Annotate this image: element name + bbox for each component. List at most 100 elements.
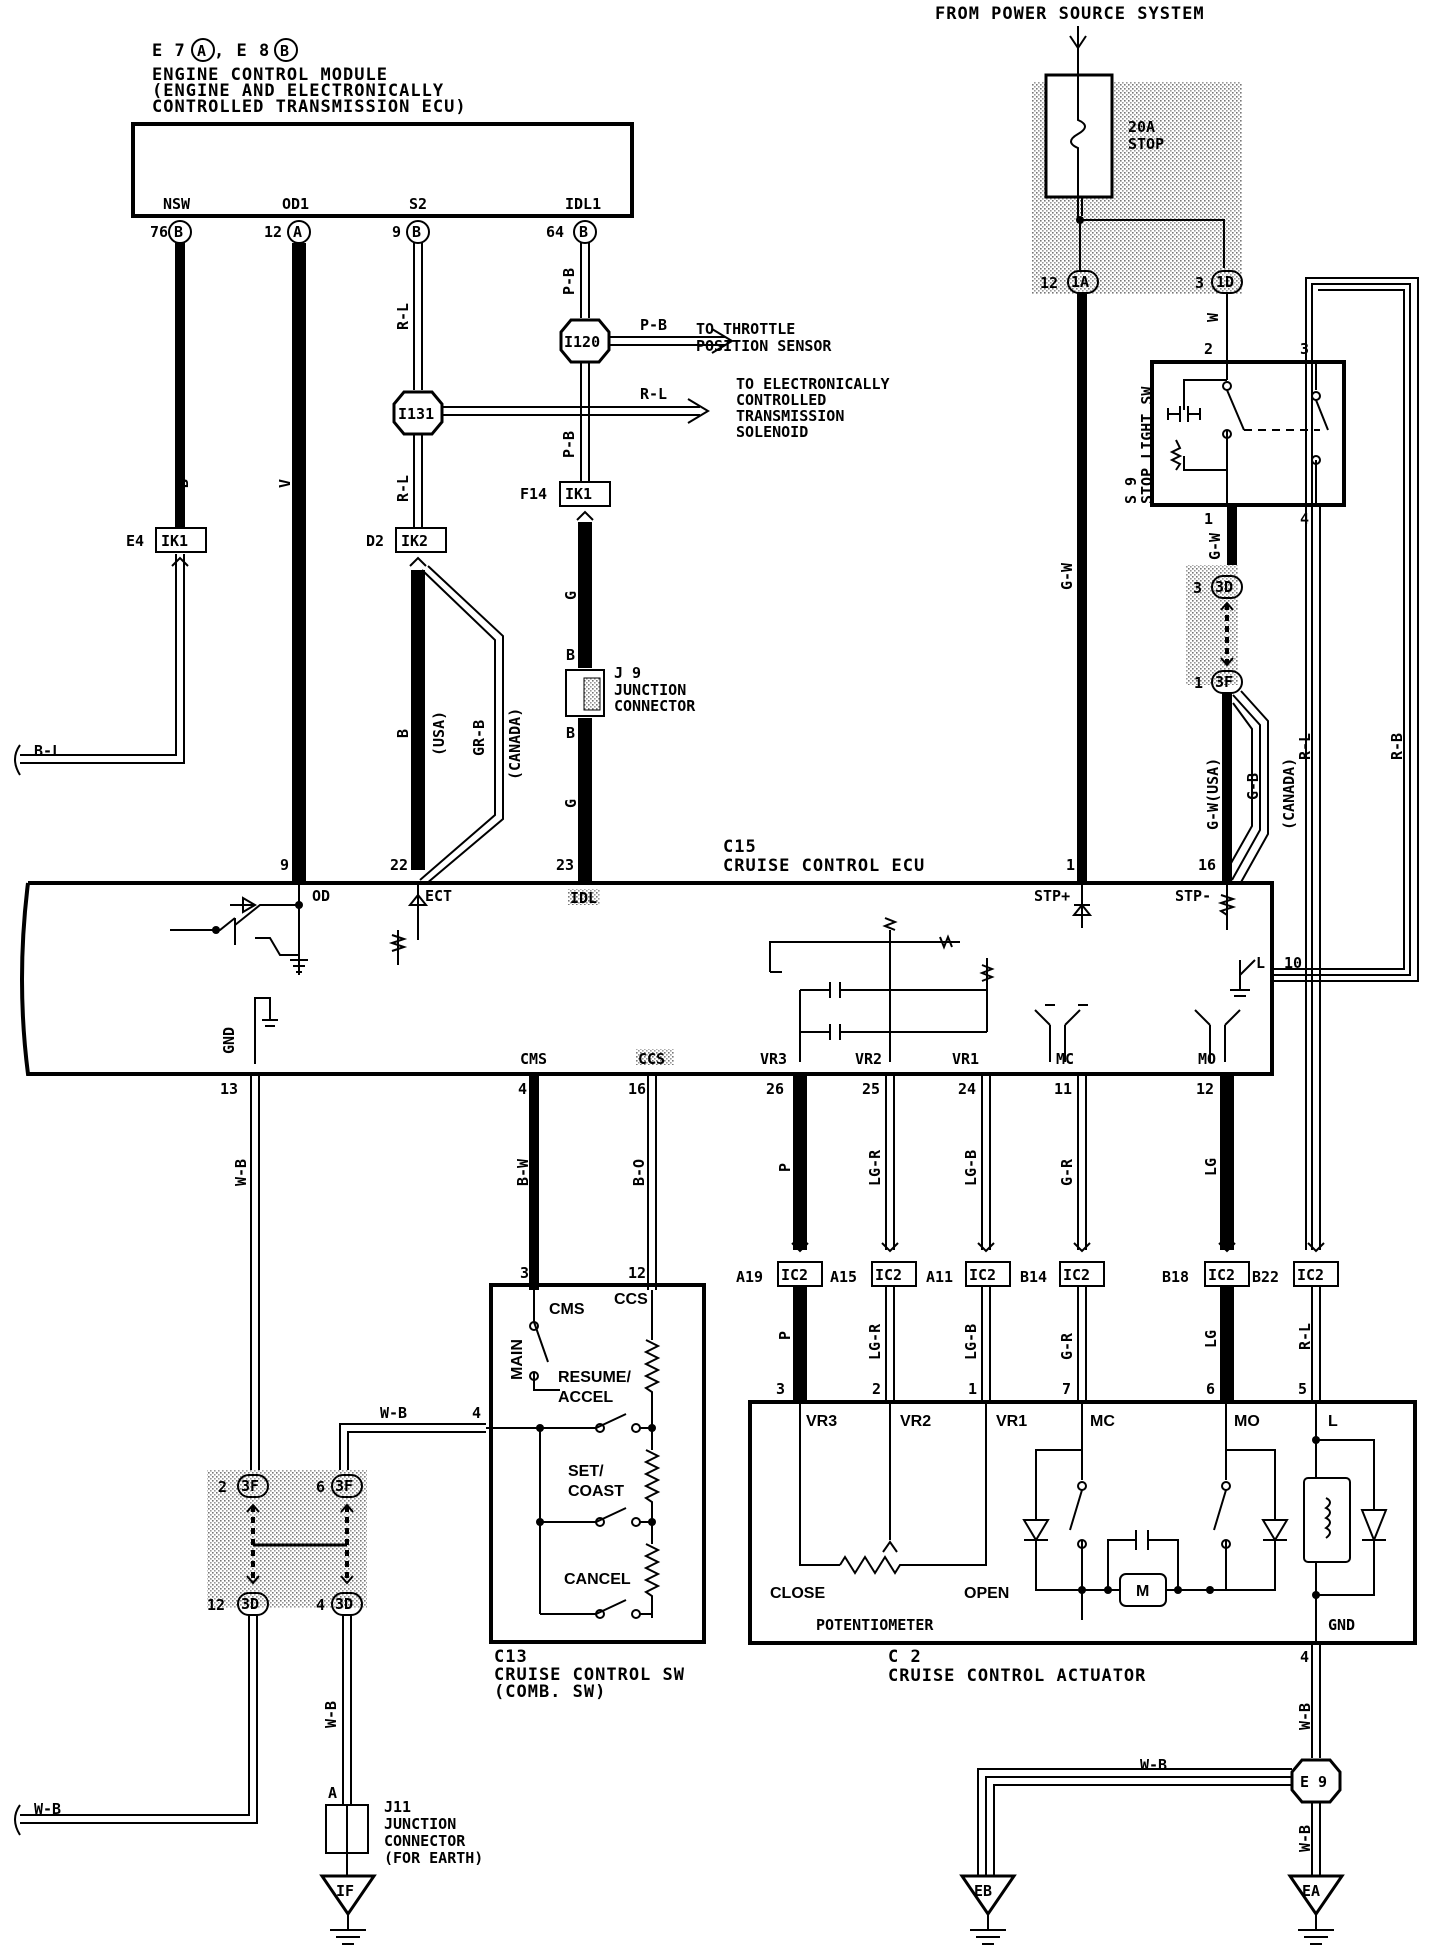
junction-connector-j11: J11 JUNCTION CONNECTOR (FOR EARTH) [325,1798,483,1867]
svg-text:CONNECTOR: CONNECTOR [384,1832,466,1850]
svg-text:IC2: IC2 [875,1266,902,1284]
wire-color-lgr-1: LG-R [866,1149,884,1186]
svg-text:A11: A11 [926,1268,953,1286]
wire-color-lg-1: LG [1202,1158,1220,1176]
act-pin-gnd-4: 4 [1300,1648,1309,1666]
dest-throttle-2: POSITION SENSOR [696,337,832,355]
actuator-ref: C 2 [888,1647,922,1667]
wire-color-b-3: B [566,646,575,664]
wire-color-v: V [276,479,294,488]
stop-light-sw-contacts [1167,362,1329,505]
wire-canada-label: (CANADA) [506,708,524,780]
splice-e9: E 9 [1290,1758,1342,1804]
wire-gnd-wb [250,1074,260,1470]
ecm-pin-64: 64 B [546,220,597,244]
connector-3f-b: 6 3F [316,1474,363,1498]
wire-wb-j11 [342,1615,352,1805]
dest-ect-3: TRANSMISSION [736,407,844,425]
svg-text:64: 64 [546,223,564,241]
wire-wb-ea [1311,1802,1321,1876]
svg-text:3F: 3F [1215,673,1233,691]
ecu-term-mo: MO [1198,1050,1216,1068]
wire-wb-left [20,1615,258,1824]
connector-1a: 12 1A [1040,270,1099,294]
act-term-vr2: VR2 [900,1413,931,1430]
ecu-pin-26: 26 [766,1080,784,1098]
connector-3d-b: 4 3D [316,1592,363,1616]
wire-color-gw-1: G-W [1058,562,1076,590]
fuse-name: STOP [1128,135,1164,153]
wire-usa-label: (USA) [430,711,448,756]
ecu-term-stp-plus: STP+ [1034,887,1070,905]
sw-label-ccs: CCS [614,1291,648,1308]
svg-text:(FOR EARTH): (FOR EARTH) [384,1849,483,1867]
ecu-term-ect: ECT [425,887,452,905]
svg-text:B22: B22 [1252,1268,1279,1286]
wire-color-rl-3: R-L [394,475,412,502]
act-pin-5: 5 [1298,1380,1307,1398]
wire-color-gw-usa: G-W(USA) [1204,758,1222,830]
ecu-pin-16-bottom: 16 [628,1080,646,1098]
ecm-term-idl1: IDL1 [565,195,601,213]
wire-color-wb-7: W-B [1296,1825,1314,1852]
wire-ccs [647,1074,657,1290]
sw-label-cms: CMS [549,1301,585,1318]
wire-color-gw-2: G-W [1206,532,1224,560]
wire-color-b-2: B [394,729,412,738]
svg-text:3D: 3D [335,1595,353,1613]
svg-text:IC2: IC2 [1297,1266,1324,1284]
svg-text:E 7: E 7 [152,41,186,61]
svg-text:3: 3 [1193,579,1202,597]
svg-text:, E 8: , E 8 [214,41,270,61]
wire-wb-eb [977,1768,1292,1876]
svg-text:B: B [280,42,289,60]
connector-3d-a: 12 3D [207,1592,269,1616]
fuse-rating: 20A [1128,118,1155,136]
wire-break-left-2 [14,1804,21,1836]
svg-text:B: B [174,223,183,241]
wire-color-wb-5: W-B [1296,1703,1314,1730]
wire-color-pb-3: P-B [560,431,578,458]
ecm-pin-76: 76 B [150,220,192,244]
svg-text:EB: EB [974,1882,992,1900]
svg-text:1: 1 [1194,674,1203,692]
wire-vr1-bottom [981,1286,991,1402]
wire-color-rl-5: R-L [1296,1323,1314,1350]
ecu-pin-13: 13 [220,1080,238,1098]
wire-color-wb-1: W-B [232,1159,250,1186]
svg-text:IF: IF [336,1882,354,1900]
wire-sw-wb [339,1423,486,1474]
ecu-pin-12: 12 [1196,1080,1214,1098]
wire-color-bo: B-O [630,1159,648,1186]
dest-ect-2: CONTROLLED [736,391,826,409]
ecu-term-vr2: VR2 [855,1050,882,1068]
svg-text:A15: A15 [830,1268,857,1286]
svg-text:D2: D2 [366,532,384,550]
stop-light-sw [1150,360,1346,507]
wire-mc-top [1077,1074,1087,1250]
svg-text:EA: EA [1302,1882,1320,1900]
svg-text:3D: 3D [1215,578,1233,596]
ic2-connector-row: A19 IC2 A15 IC2 A11 IC2 B14 IC2 B18 IC2 … [736,1242,1339,1287]
svg-text:A19: A19 [736,1268,763,1286]
ecu-term-vr1: VR1 [952,1050,979,1068]
wire-rl-to-actuator [1311,505,1321,1250]
wire-color-b-4: B [566,724,575,742]
wire-l-bottom [1311,1286,1321,1402]
wire-idl1-top [580,243,590,318]
svg-text:IC2: IC2 [1063,1266,1090,1284]
svg-text:JUNCTION: JUNCTION [614,681,686,699]
ecm-title-2: (ENGINE AND ELECTRONICALLY [152,81,444,101]
wire-rb [1270,277,1419,1250]
cruise-control-ecu [20,881,1274,1076]
sw-label-cancel: CANCEL [564,1571,631,1588]
ecu-internal-circuits [170,883,1256,1062]
wire-bl [20,554,185,764]
wire-color-bw: B-W [514,1158,532,1186]
wire-color-gr-b: GR-B [470,720,488,756]
svg-text:IK2: IK2 [401,532,428,550]
svg-text:B: B [412,223,421,241]
act-pin-1: 1 [968,1380,977,1398]
stop-sw-name: STOP LIGHT SW [1138,386,1156,504]
